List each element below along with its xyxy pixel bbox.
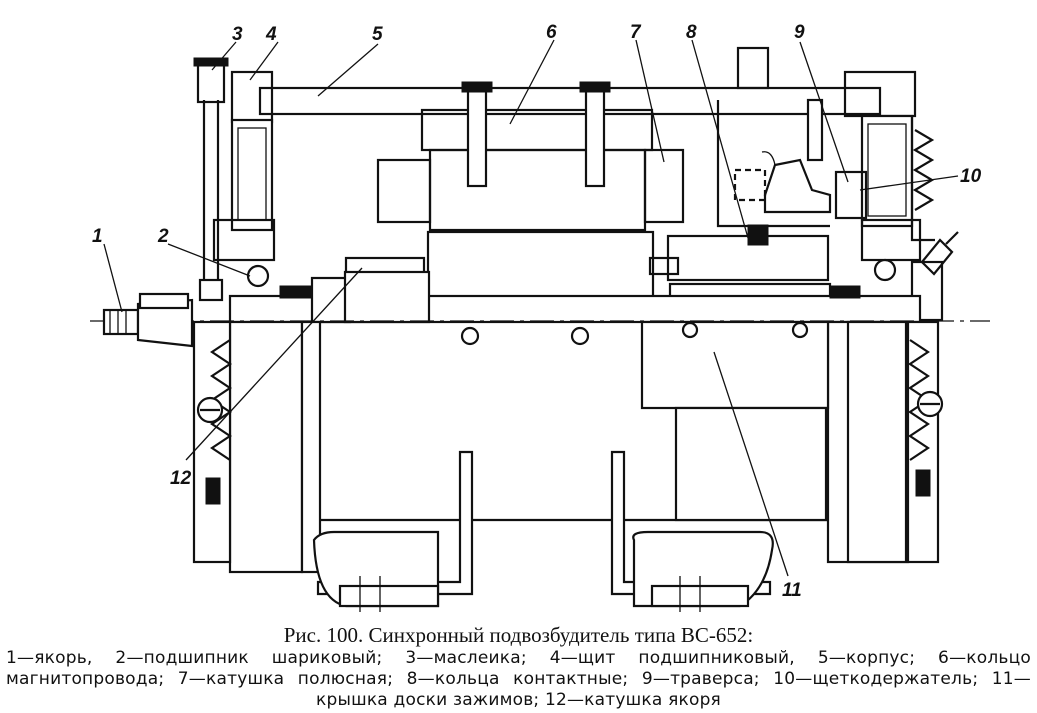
callouts: 1 2 3 4 5 6 7 8 9 10 11 12 <box>92 22 982 601</box>
callout-1: 1 <box>92 226 103 247</box>
callout-9: 9 <box>794 22 805 43</box>
technical-drawing: 1 2 3 4 5 6 7 8 9 10 11 12 <box>90 22 990 612</box>
leader-lines <box>103 39 959 577</box>
callout-11: 11 <box>782 580 802 601</box>
callout-8: 8 <box>686 22 697 43</box>
mounting-feet <box>312 450 774 612</box>
callout-10: 10 <box>960 166 982 187</box>
magnet-core <box>376 81 685 232</box>
callout-3: 3 <box>232 24 243 45</box>
caption-title: Рис. 100. Синхронный подвозбудитель типа… <box>283 623 754 647</box>
housing-section <box>212 70 944 322</box>
armature <box>228 230 922 324</box>
callout-12: 12 <box>170 468 192 489</box>
callout-6: 6 <box>546 22 557 43</box>
caption-legend: 1—якорь, 2—подшипник шариковый; 3—маслеи… <box>6 648 1031 710</box>
callout-2: 2 <box>157 226 169 247</box>
figure-caption: Рис. 100. Синхронный подвозбудитель типа… <box>0 622 1037 711</box>
brush-gear <box>716 46 868 246</box>
callout-4: 4 <box>265 24 277 45</box>
callout-5: 5 <box>372 24 383 45</box>
lower-body <box>192 320 944 574</box>
shaft-end <box>102 292 194 348</box>
oiler-and-bolts <box>193 57 959 302</box>
callout-7: 7 <box>630 22 642 43</box>
